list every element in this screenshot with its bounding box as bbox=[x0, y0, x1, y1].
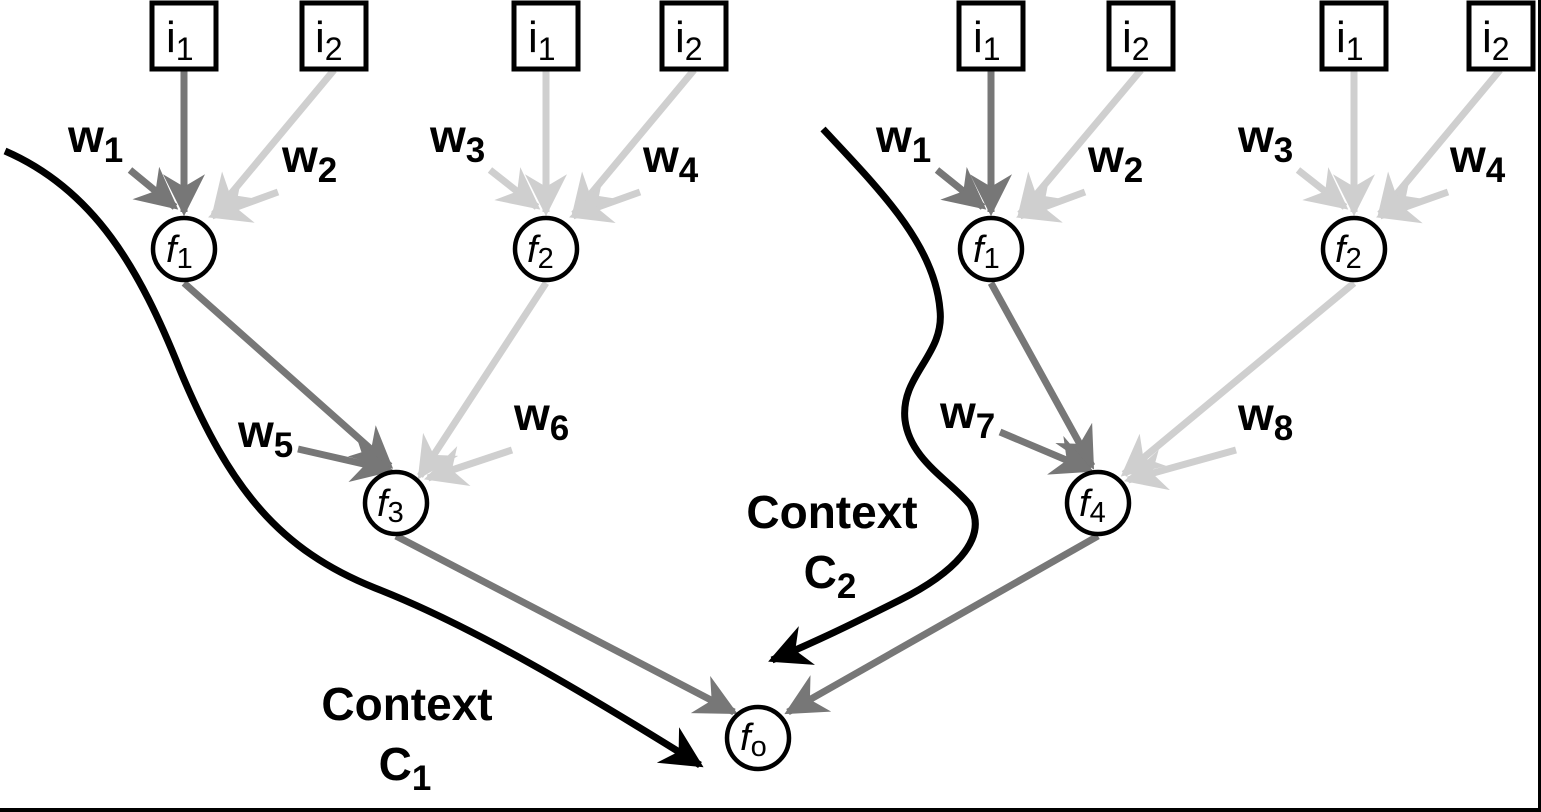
svg-text:i1: i1 bbox=[1336, 13, 1364, 67]
weight-arrow-w3-left bbox=[487, 167, 541, 210]
weight-label-w6: w6 bbox=[513, 388, 569, 448]
input-box-i2-far-right: i2 bbox=[1466, 0, 1536, 72]
weight-arrow-w1-left bbox=[127, 166, 179, 210]
weight-arrow-w1-right bbox=[934, 166, 987, 210]
input-box-i1-far-right: i1 bbox=[1319, 0, 1389, 72]
weight-label-w5: w5 bbox=[237, 405, 293, 465]
node-f4: f4 bbox=[1064, 469, 1132, 537]
svg-text:C1: C1 bbox=[379, 738, 432, 798]
weight-label-w7: w7 bbox=[939, 386, 995, 446]
node-f3: f3 bbox=[362, 469, 430, 537]
node-f2-right: f2 bbox=[1320, 215, 1388, 283]
weight-arrow-w8 bbox=[1123, 446, 1237, 491]
svg-text:i1: i1 bbox=[973, 13, 1001, 67]
node-f1-left: f1 bbox=[150, 215, 218, 283]
edge-f4-fo bbox=[784, 532, 1100, 716]
weight-arrow-w2-right bbox=[1016, 183, 1087, 223]
weight-arrow-w6 bbox=[424, 446, 514, 486]
weight-arrow-w7 bbox=[998, 428, 1094, 475]
input-box-i2-right: i2 bbox=[1106, 0, 1176, 72]
frame-right-border bbox=[1538, 0, 1541, 812]
weight-label-w3-right: w3 bbox=[1237, 110, 1293, 170]
svg-text:f2: f2 bbox=[1335, 229, 1362, 275]
svg-text:fo: fo bbox=[740, 717, 767, 763]
weight-arrow-w4-left bbox=[569, 183, 642, 224]
node-fo: fo bbox=[724, 704, 792, 772]
weight-arrow-w3-right bbox=[1295, 167, 1349, 210]
weight-label-w8: w8 bbox=[1237, 388, 1293, 448]
svg-text:f4: f4 bbox=[1079, 483, 1106, 529]
weight-label-w1-right: w1 bbox=[875, 110, 931, 170]
edge-f1-f4 bbox=[987, 281, 1096, 470]
context-c2-path bbox=[768, 126, 979, 665]
weight-label-w3-left: w3 bbox=[429, 110, 485, 170]
input-box-i2-mid: i2 bbox=[659, 0, 729, 72]
node-f1-right: f1 bbox=[957, 215, 1025, 283]
weight-arrow-w4-right bbox=[1376, 183, 1450, 224]
svg-text:i2: i2 bbox=[315, 13, 343, 67]
edge-f2-f3 bbox=[417, 281, 549, 480]
input-box-i1-right: i1 bbox=[956, 0, 1026, 72]
svg-text:i1: i1 bbox=[528, 13, 556, 67]
svg-text:f1: f1 bbox=[166, 229, 193, 275]
svg-text:i2: i2 bbox=[675, 13, 703, 67]
edge-f2-f4 bbox=[1120, 280, 1357, 477]
svg-text:Context: Context bbox=[321, 678, 492, 730]
input-box-i2-left: i2 bbox=[299, 0, 369, 72]
svg-text:i2: i2 bbox=[1122, 13, 1150, 67]
weight-label-w4-right: w4 bbox=[1449, 130, 1506, 190]
weight-label-w4-left: w4 bbox=[642, 130, 699, 190]
svg-text:Context: Context bbox=[746, 486, 917, 538]
weight-label-w2-right: w2 bbox=[1087, 130, 1143, 190]
weight-label-w2-left: w2 bbox=[281, 130, 337, 190]
frame-bottom-border bbox=[0, 808, 1541, 812]
svg-text:f3: f3 bbox=[377, 483, 404, 529]
weight-arrow-w5 bbox=[297, 441, 395, 483]
context-c2-label: Context C2 bbox=[746, 486, 917, 606]
edge-f1-f3 bbox=[181, 280, 394, 469]
context-c1-label: Context C1 bbox=[321, 678, 492, 798]
weight-label-w1-left: w1 bbox=[67, 110, 123, 170]
svg-text:i2: i2 bbox=[1482, 13, 1510, 67]
edge-f3-fo bbox=[394, 532, 738, 716]
context-c1-path bbox=[3, 147, 704, 768]
input-box-i1-left: i1 bbox=[149, 0, 219, 72]
svg-text:f1: f1 bbox=[973, 229, 1000, 275]
svg-text:C2: C2 bbox=[804, 546, 857, 606]
svg-text:i1: i1 bbox=[166, 13, 194, 67]
weight-arrow-w2-left bbox=[208, 183, 280, 223]
node-f2-left: f2 bbox=[512, 215, 580, 283]
svg-text:f2: f2 bbox=[527, 229, 554, 275]
input-box-i1-mid: i1 bbox=[511, 0, 581, 72]
